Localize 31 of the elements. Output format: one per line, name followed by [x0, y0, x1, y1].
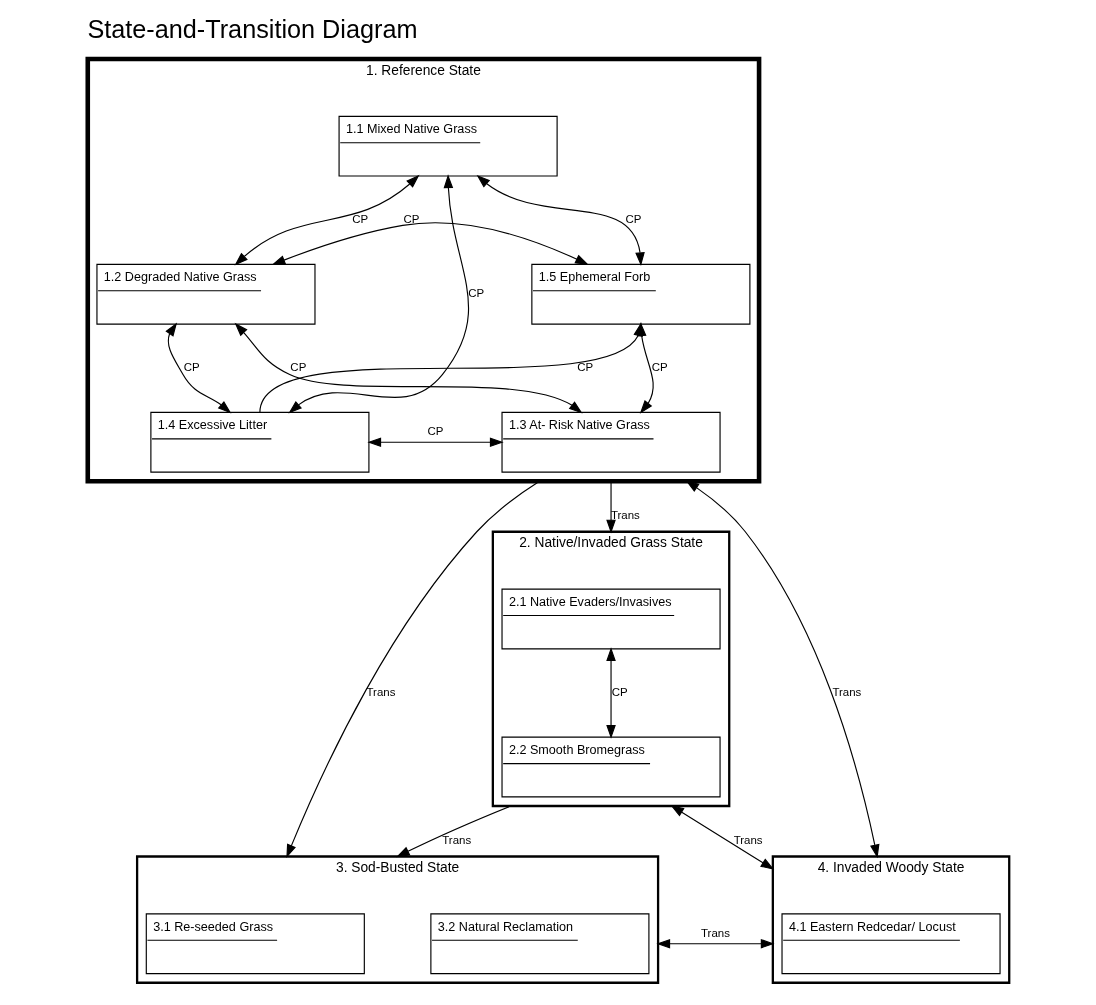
arrow	[285, 480, 540, 859]
arrow	[164, 322, 231, 414]
arrow	[287, 174, 469, 414]
edge-label: CP	[611, 685, 628, 698]
arrow	[395, 805, 511, 858]
edge-label: CP	[651, 361, 668, 374]
edge-label: CP	[427, 425, 443, 438]
edge-label: Trans	[733, 833, 763, 846]
diagram-title: State-and-Transition Diagram	[86, 14, 417, 43]
edge-label: Trans	[366, 685, 395, 698]
edge-label: CP	[624, 213, 641, 226]
arrow	[605, 647, 616, 739]
arrow	[234, 322, 583, 414]
edge-label: CP	[467, 287, 484, 300]
edge-label: CP	[402, 213, 419, 226]
edge-label: CP	[576, 361, 593, 374]
arrow	[605, 480, 616, 534]
arrow	[669, 805, 774, 870]
edge-label: CP	[183, 361, 200, 374]
edge-label: CP	[289, 361, 306, 374]
edge-label: Trans	[831, 685, 861, 698]
edge-label: Trans	[700, 926, 730, 939]
arrow	[258, 322, 643, 413]
edge-label: Trans	[441, 833, 471, 846]
arrow	[655, 938, 775, 949]
arrow	[234, 174, 420, 266]
arrow	[271, 222, 589, 265]
arrow	[366, 437, 504, 448]
arrow	[684, 480, 879, 859]
arrow	[476, 174, 645, 267]
edge-label: CP	[351, 213, 368, 226]
